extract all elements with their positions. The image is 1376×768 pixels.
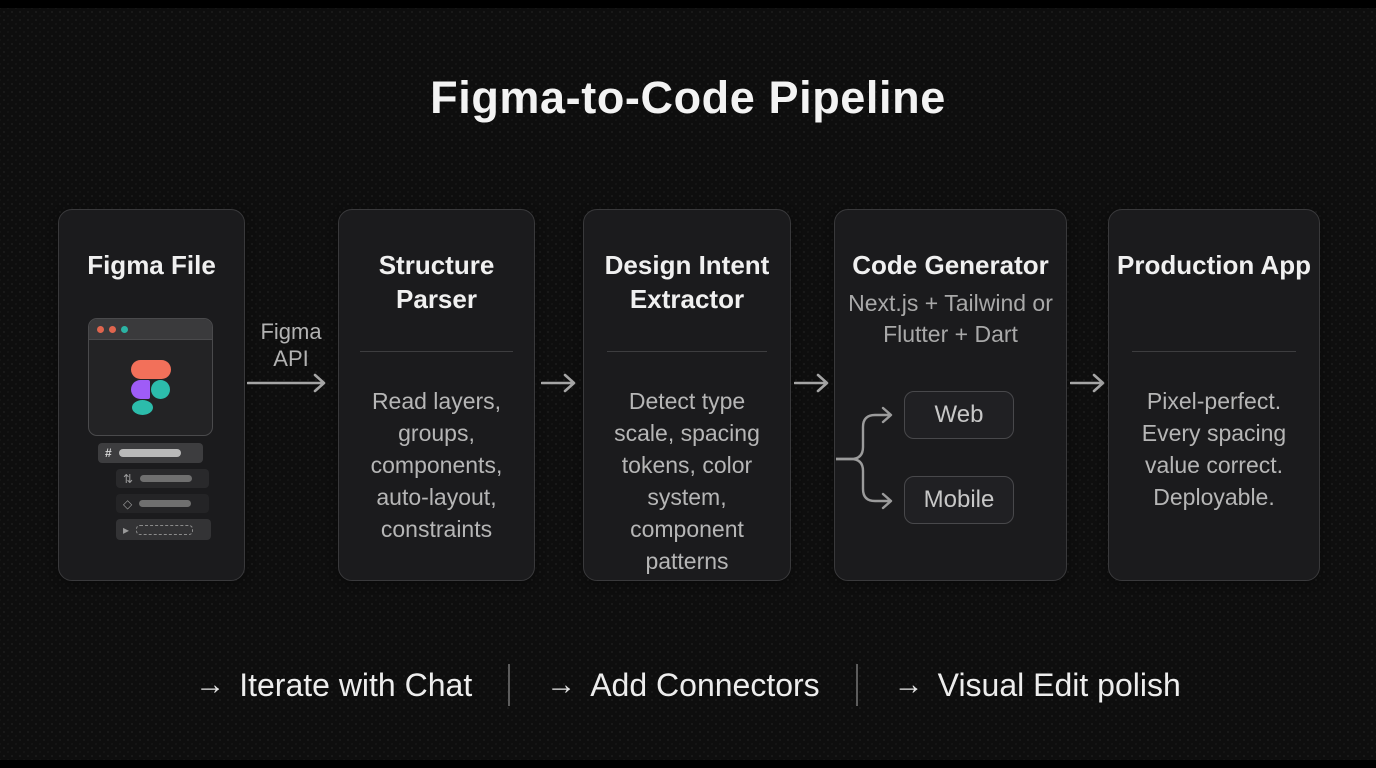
output-label: Web xyxy=(934,401,984,428)
arrow-right-icon: → xyxy=(893,668,924,701)
figma-logo-teal-circle xyxy=(150,380,170,399)
card-subtitle: Next.js + Tailwind or Flutter + Dart xyxy=(848,290,1053,348)
divider xyxy=(855,664,858,706)
auto-layout-icon: ⇅ xyxy=(123,471,134,486)
figma-logo-icon xyxy=(130,360,171,415)
traffic-light-icon xyxy=(97,325,104,333)
output-node-mobile: Mobile xyxy=(904,476,1014,524)
traffic-light-icon xyxy=(121,325,128,333)
flow-arrow-icon xyxy=(794,373,829,393)
arrow-right-icon: → xyxy=(195,668,226,701)
page-title: Figma-to-Code Pipeline xyxy=(430,72,946,123)
flow-arrow-icon xyxy=(1070,373,1105,393)
card-body: Pixel-perfect. Every spacing value corre… xyxy=(1141,388,1287,510)
flow-arrow-icon xyxy=(247,373,326,393)
arrow-right-icon: → xyxy=(546,668,577,701)
footer-item-visual-edit-polish: → Visual Edit polish xyxy=(894,667,1181,704)
footer-item-iterate-with-chat: → Iterate with Chat xyxy=(195,667,472,704)
instance-diamond-icon: ◇ xyxy=(123,496,133,511)
figma-logo-top-pill xyxy=(130,360,171,379)
window-body xyxy=(89,340,212,435)
expand-triangle-icon: ▸ xyxy=(123,522,130,537)
card-title: Figma File xyxy=(87,250,216,280)
card-body: Read layers, groups, components, auto-la… xyxy=(370,388,503,542)
layer-name-pill xyxy=(139,500,192,507)
card-title: Structure Parser xyxy=(378,250,495,315)
footer-item-label: Visual Edit polish xyxy=(937,666,1181,703)
footer-actions: → Iterate with Chat → Add Connectors → V… xyxy=(0,659,1376,711)
output-label: Mobile xyxy=(923,486,995,513)
flow-arrow-icon xyxy=(541,373,576,393)
top-edge-bar xyxy=(0,0,1376,8)
figma-api-label: Figma API xyxy=(260,319,322,372)
card-body: Detect type scale, spacing tokens, color… xyxy=(614,388,760,574)
branch-split-icon xyxy=(836,406,893,510)
layer-row-expand: ▸ xyxy=(116,519,211,540)
footer-item-label: Iterate with Chat xyxy=(239,666,473,703)
card-title: Design Intent Extractor xyxy=(604,250,770,315)
layer-row-instance: ◇ xyxy=(116,494,209,513)
figma-window-mockup xyxy=(88,318,213,436)
card-title: Production App xyxy=(1117,250,1312,280)
card-production-app: Production App Pixel-perfect. Every spac… xyxy=(1108,209,1320,581)
card-figma-file: Figma File # xyxy=(58,209,245,581)
layer-row-frame: # xyxy=(98,443,203,463)
divider xyxy=(360,351,513,352)
card-title: Code Generator xyxy=(852,250,1049,280)
card-code-generator: Code Generator Next.js + Tailwind or Flu… xyxy=(834,209,1067,581)
card-structure-parser: Structure Parser Read layers, groups, co… xyxy=(338,209,535,581)
bottom-edge-bar xyxy=(0,760,1376,768)
layer-name-pill xyxy=(140,475,193,482)
divider xyxy=(508,664,511,706)
traffic-light-icon xyxy=(109,325,116,333)
layer-name-pill xyxy=(118,449,181,457)
divider xyxy=(606,351,768,352)
footer-item-label: Add Connectors xyxy=(590,666,820,703)
divider xyxy=(1132,351,1296,352)
window-titlebar xyxy=(89,319,212,340)
layer-name-pill xyxy=(136,524,194,535)
card-design-intent-extractor: Design Intent Extractor Detect type scal… xyxy=(583,209,791,581)
layer-row-auto-layout: ⇅ xyxy=(116,469,209,488)
figma-logo-bottom-circle xyxy=(131,400,153,415)
frame-icon: # xyxy=(105,446,112,460)
output-node-web: Web xyxy=(904,391,1014,439)
figma-logo-purple-shape xyxy=(130,380,150,399)
footer-item-add-connectors: → Add Connectors xyxy=(546,667,819,704)
